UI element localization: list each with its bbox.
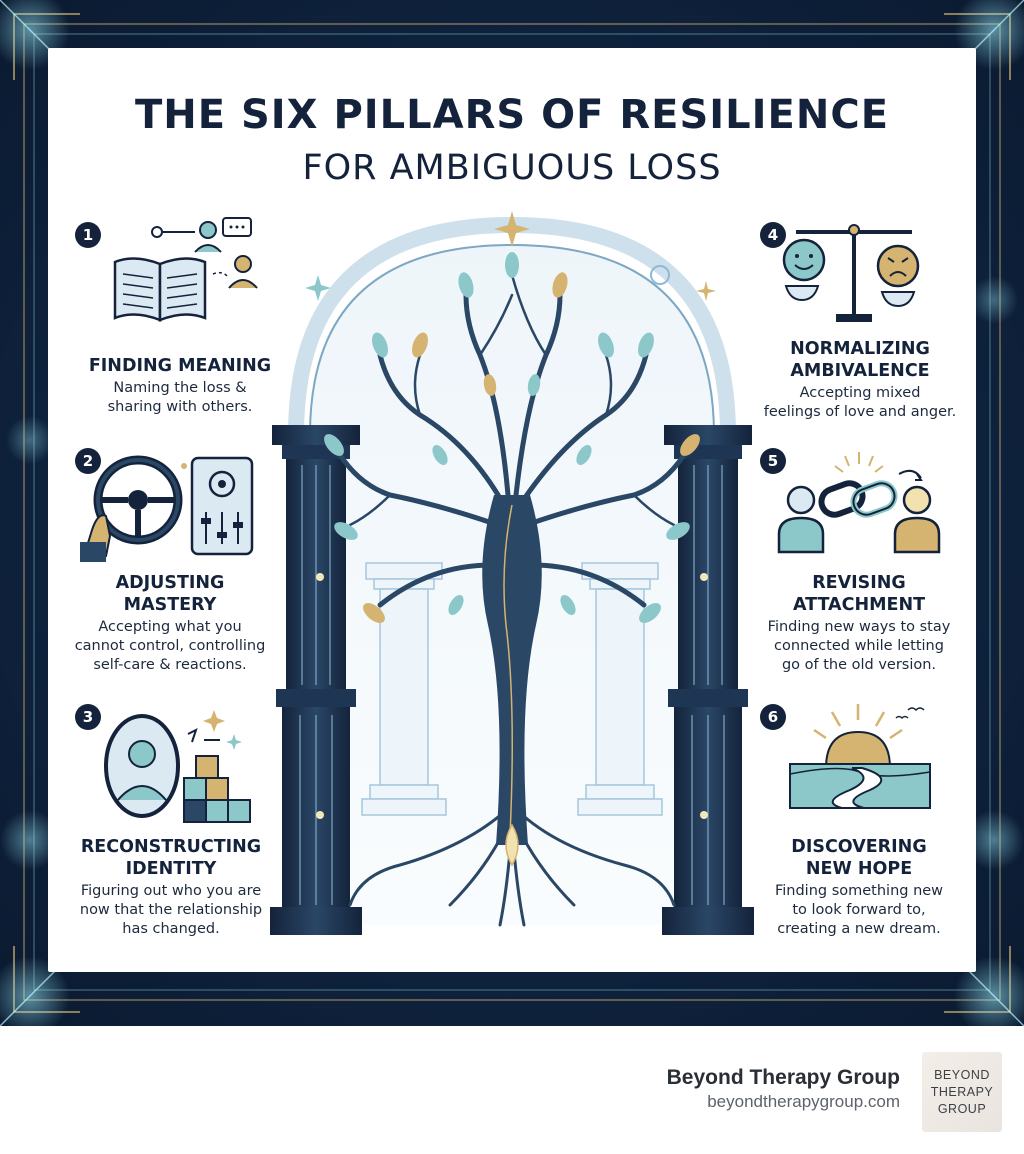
pillar-4-title: NORMALIZING AMBIVALENCE [790, 339, 930, 381]
pillar-5-title: REVISING ATTACHMENT [792, 573, 926, 615]
pillar-6: DISCOVERING NEW HOPE Finding something n… [734, 836, 984, 939]
pillar-2-number: 2 [75, 448, 101, 474]
company-name: Beyond Therapy Group [666, 1066, 900, 1089]
pillar-2: ADJUSTING MASTERY Accepting what you can… [45, 572, 295, 675]
pillar-4-description: Accepting mixed feelings of love and ang… [763, 385, 957, 420]
pillar-3-number: 3 [75, 704, 101, 730]
pillar-2-description: Accepting what you cannot control, contr… [74, 619, 266, 673]
pillar-1: FINDING MEANING Naming the loss & sharin… [55, 355, 305, 417]
pillar-6-title: DISCOVERING NEW HOPE [791, 837, 927, 879]
open-book-people-icon [113, 217, 258, 322]
pillar-5-description: Finding new ways to stay connected while… [767, 619, 951, 673]
pillar-1-description: Naming the loss & sharing with others. [107, 380, 253, 415]
logo-line-3: GROUP [937, 1101, 987, 1116]
mirror-blocks-icon [104, 710, 251, 823]
balance-scale-faces-icon [782, 224, 920, 322]
pillar-6-description: Finding something new to look forward to… [774, 883, 944, 937]
subtitle: FOR AMBIGUOUS LOSS [302, 148, 722, 188]
sunrise-path-icon [789, 704, 931, 809]
pillar-3-title: RECONSTRUCTING IDENTITY [80, 837, 262, 879]
logo-line-1: BEYOND [934, 1067, 990, 1082]
pillar-3: RECONSTRUCTING IDENTITY Figuring out who… [46, 836, 296, 939]
main-title: THE SIX PILLARS OF RESILIENCE [134, 92, 890, 138]
steering-wheel-controls-icon [80, 455, 254, 562]
pillar-1-number: 1 [75, 222, 101, 248]
pillar-3-description: Figuring out who you are now that the re… [79, 883, 263, 937]
pillar-6-number: 6 [760, 704, 786, 730]
pillar-4: NORMALIZING AMBIVALENCE Accepting mixed … [735, 338, 985, 422]
pillar-4-number: 4 [760, 222, 786, 248]
logo-line-2: THERAPY [930, 1084, 994, 1099]
tree-columns-illustration [270, 211, 754, 935]
pillar-2-title: ADJUSTING MASTERY [115, 573, 225, 615]
pillar-5: REVISING ATTACHMENT Finding new ways to … [734, 572, 984, 675]
company-logo: BEYOND THERAPY GROUP [922, 1052, 1002, 1132]
pillar-5-number: 5 [760, 448, 786, 474]
company-url[interactable]: beyondtherapygroup.com [707, 1092, 900, 1111]
pillar-1-title: FINDING MEANING [88, 356, 272, 376]
chain-link-people-icon [777, 452, 941, 554]
